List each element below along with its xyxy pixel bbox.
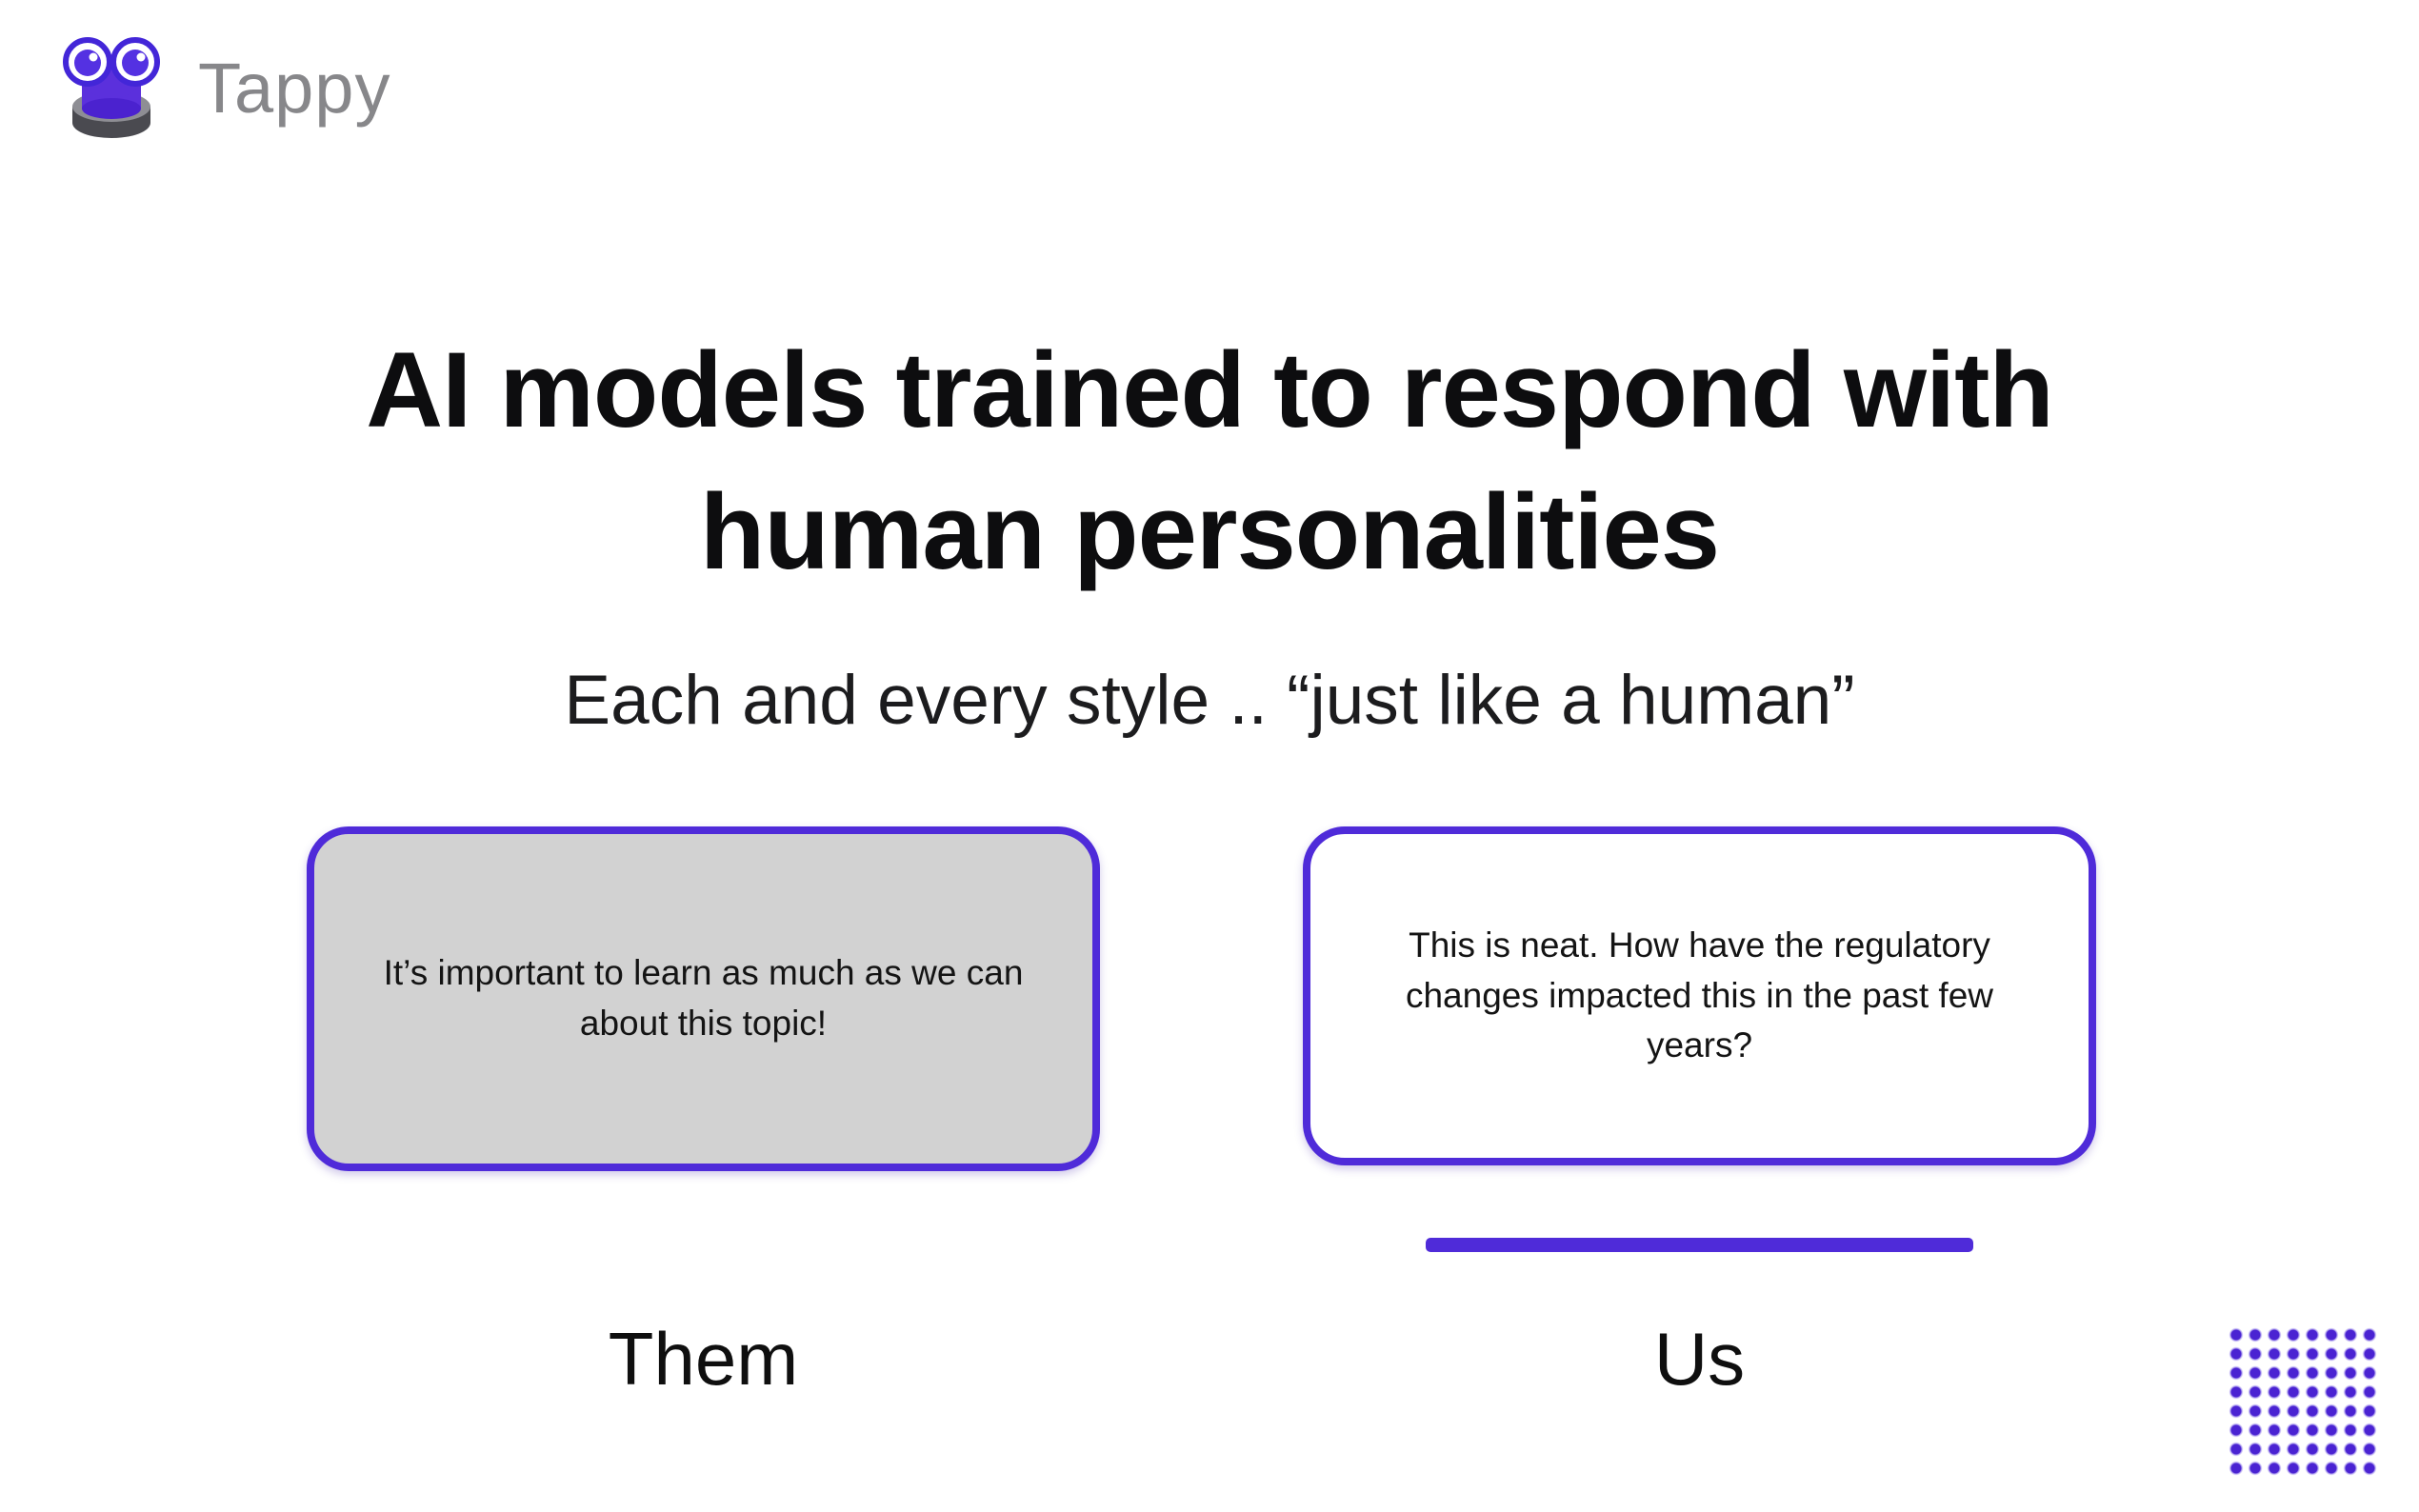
card-them-message: It’s important to learn as much as we ca… xyxy=(383,953,1024,1043)
page-subtitle: Each and every style .. “just like a hum… xyxy=(564,662,1855,739)
brand-name: Tappy xyxy=(198,48,391,128)
us-underline-bar xyxy=(1426,1238,1973,1252)
hero-heading-block: AI models trained to respond with human … xyxy=(0,320,2419,604)
tappy-frog-robot-icon xyxy=(55,34,168,141)
label-them: Them xyxy=(608,1317,799,1401)
card-us-message: This is neat. How have the regulatory ch… xyxy=(1405,925,1994,1065)
page-title: AI models trained to respond with human … xyxy=(366,330,2054,591)
card-them: It’s important to learn as much as we ca… xyxy=(307,826,1100,1171)
logo[interactable]: Tappy xyxy=(55,34,390,141)
label-us: Us xyxy=(1653,1317,1746,1401)
dot-grid-decoration xyxy=(2227,1325,2379,1478)
card-us: This is neat. How have the regulatory ch… xyxy=(1303,826,2096,1165)
